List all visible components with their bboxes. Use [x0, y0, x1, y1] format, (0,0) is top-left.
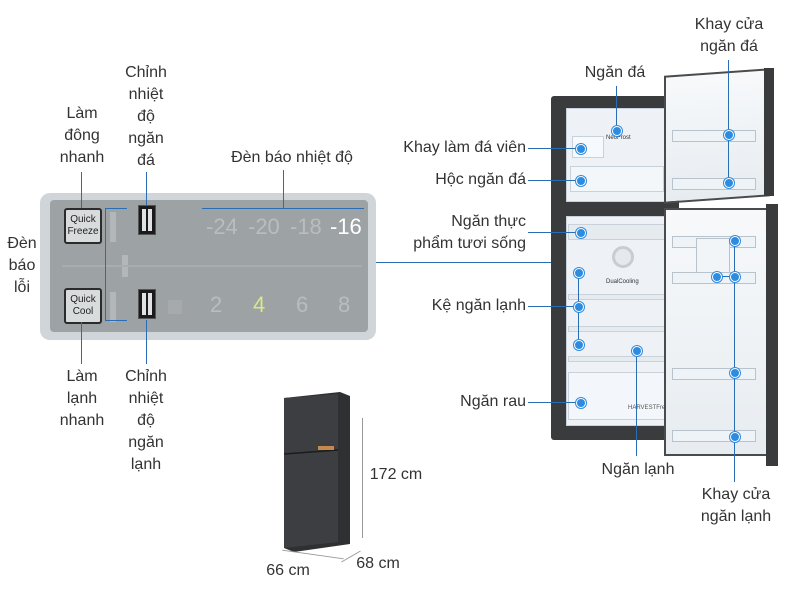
leader-line [528, 306, 578, 307]
fridge-dimension-illustration [283, 392, 350, 552]
callout-dot [576, 228, 586, 238]
label-fridge-door-tray: Khay cửa ngăn lạnh [700, 486, 772, 525]
label-vegetable-drawer: Ngăn rau [460, 393, 526, 410]
leader-line [734, 240, 735, 482]
fridge-shelf [568, 294, 668, 300]
depth-dimension-label: 68 cm [356, 555, 400, 572]
label-quick-freeze: Làm đông nhanh [59, 105, 105, 166]
label-temp-indicator: Đèn báo nhiệt độ [231, 149, 353, 166]
fridge-shelf [568, 356, 668, 362]
fridge-door-tray [672, 368, 756, 380]
leader-line [81, 172, 82, 208]
fridge-temp-value-0: 2 [210, 292, 223, 317]
freezer-temp-value-0: -24 [206, 214, 238, 239]
height-dimension-label: 172 cm [369, 466, 423, 483]
leader-line [283, 170, 284, 208]
freezer-door-tray [672, 178, 756, 190]
dualcooling-logo: DualCooling [606, 279, 639, 285]
label-freezer: Ngăn đá [584, 64, 646, 81]
freezer-temp-value-1: -20 [248, 214, 280, 239]
freezer-temp-value-3: -16 [330, 214, 362, 239]
callout-dot [724, 130, 734, 140]
callout-dot [574, 340, 584, 350]
leader-line [528, 180, 580, 181]
callout-dot [632, 346, 642, 356]
panel-indicator-bar [110, 292, 116, 322]
callout-dot [576, 144, 586, 154]
label-fridge-temp-adjust: Chỉnh nhiệt độ ngăn lạnh [125, 368, 167, 473]
height-dimension-line [362, 418, 363, 538]
leader-line [105, 208, 127, 209]
quick-cool-button[interactable]: Quick Cool [64, 288, 102, 324]
fridge-door-tray [672, 430, 756, 442]
label-error-light: Đèn báo lỗi [7, 235, 37, 296]
label-freezer-door-tray: Khay cửa ngăn đá [694, 16, 764, 55]
callout-dot [730, 272, 740, 282]
vegetable-drawer [568, 372, 668, 420]
label-freezer-temp-adjust: Chỉnh nhiệt độ ngăn đá [125, 64, 167, 169]
callout-dot [730, 368, 740, 378]
leader-line [105, 320, 127, 321]
water-dispenser [696, 238, 730, 278]
leader-line [146, 172, 147, 206]
label-ice-tray: Khay làm đá viên [403, 139, 526, 156]
callout-dot [712, 272, 722, 282]
callout-dot [730, 432, 740, 442]
panel-indicator-bar [110, 212, 116, 242]
leader-line [636, 352, 637, 456]
neofrost-logo: NeoFrost [606, 135, 631, 141]
callout-dot [574, 268, 584, 278]
panel-divider [62, 265, 362, 267]
leader-line [528, 232, 580, 233]
leader-line [616, 86, 617, 130]
leader-line [105, 208, 106, 320]
quick-cool-text: Quick Cool [70, 294, 96, 317]
label-freezer-drawer: Hộc ngăn đá [435, 171, 526, 188]
leader-bracket [202, 208, 364, 209]
callout-dot [612, 126, 622, 136]
fridge-temp-value-2: 6 [296, 292, 309, 317]
callout-dot [576, 398, 586, 408]
callout-dot [730, 236, 740, 246]
fridge-door-edge [766, 204, 778, 466]
label-fridge-shelf: Kệ ngăn lạnh [431, 297, 526, 314]
fan-icon [612, 246, 634, 268]
fridge-temp-value-1: 4 [253, 292, 266, 317]
callout-dot [576, 176, 586, 186]
label-fridge-compartment: Ngăn lạnh [601, 461, 675, 478]
fridge-temp-value-3: 8 [338, 292, 351, 317]
freezer-temp-button[interactable] [138, 205, 156, 235]
callout-dot [724, 178, 734, 188]
leader-line [81, 322, 82, 364]
fridge-shelf [568, 326, 668, 332]
freezer-door-tray [672, 130, 756, 142]
leader-line [716, 276, 734, 277]
label-quick-cool: Làm lạnh nhanh [59, 368, 105, 429]
leader-line [146, 320, 147, 364]
fridge-temp-button[interactable] [138, 289, 156, 319]
quick-freeze-text: Quick Freeze [67, 214, 99, 237]
leader-line [528, 148, 580, 149]
harvestfresh-logo: HARVESTFresh [628, 405, 672, 411]
quick-freeze-button[interactable]: Quick Freeze [64, 208, 102, 244]
leader-line [376, 262, 566, 263]
callout-dot [574, 302, 584, 312]
leader-line [528, 402, 580, 403]
panel-indicator-icon [168, 300, 182, 314]
freezer-door-edge [764, 68, 774, 196]
freezer-temp-value-2: -18 [290, 214, 322, 239]
leader-line [728, 60, 729, 184]
width-dimension-label: 66 cm [266, 562, 310, 579]
label-fresh-food: Ngăn thực phẩm tươi sống [413, 213, 526, 252]
